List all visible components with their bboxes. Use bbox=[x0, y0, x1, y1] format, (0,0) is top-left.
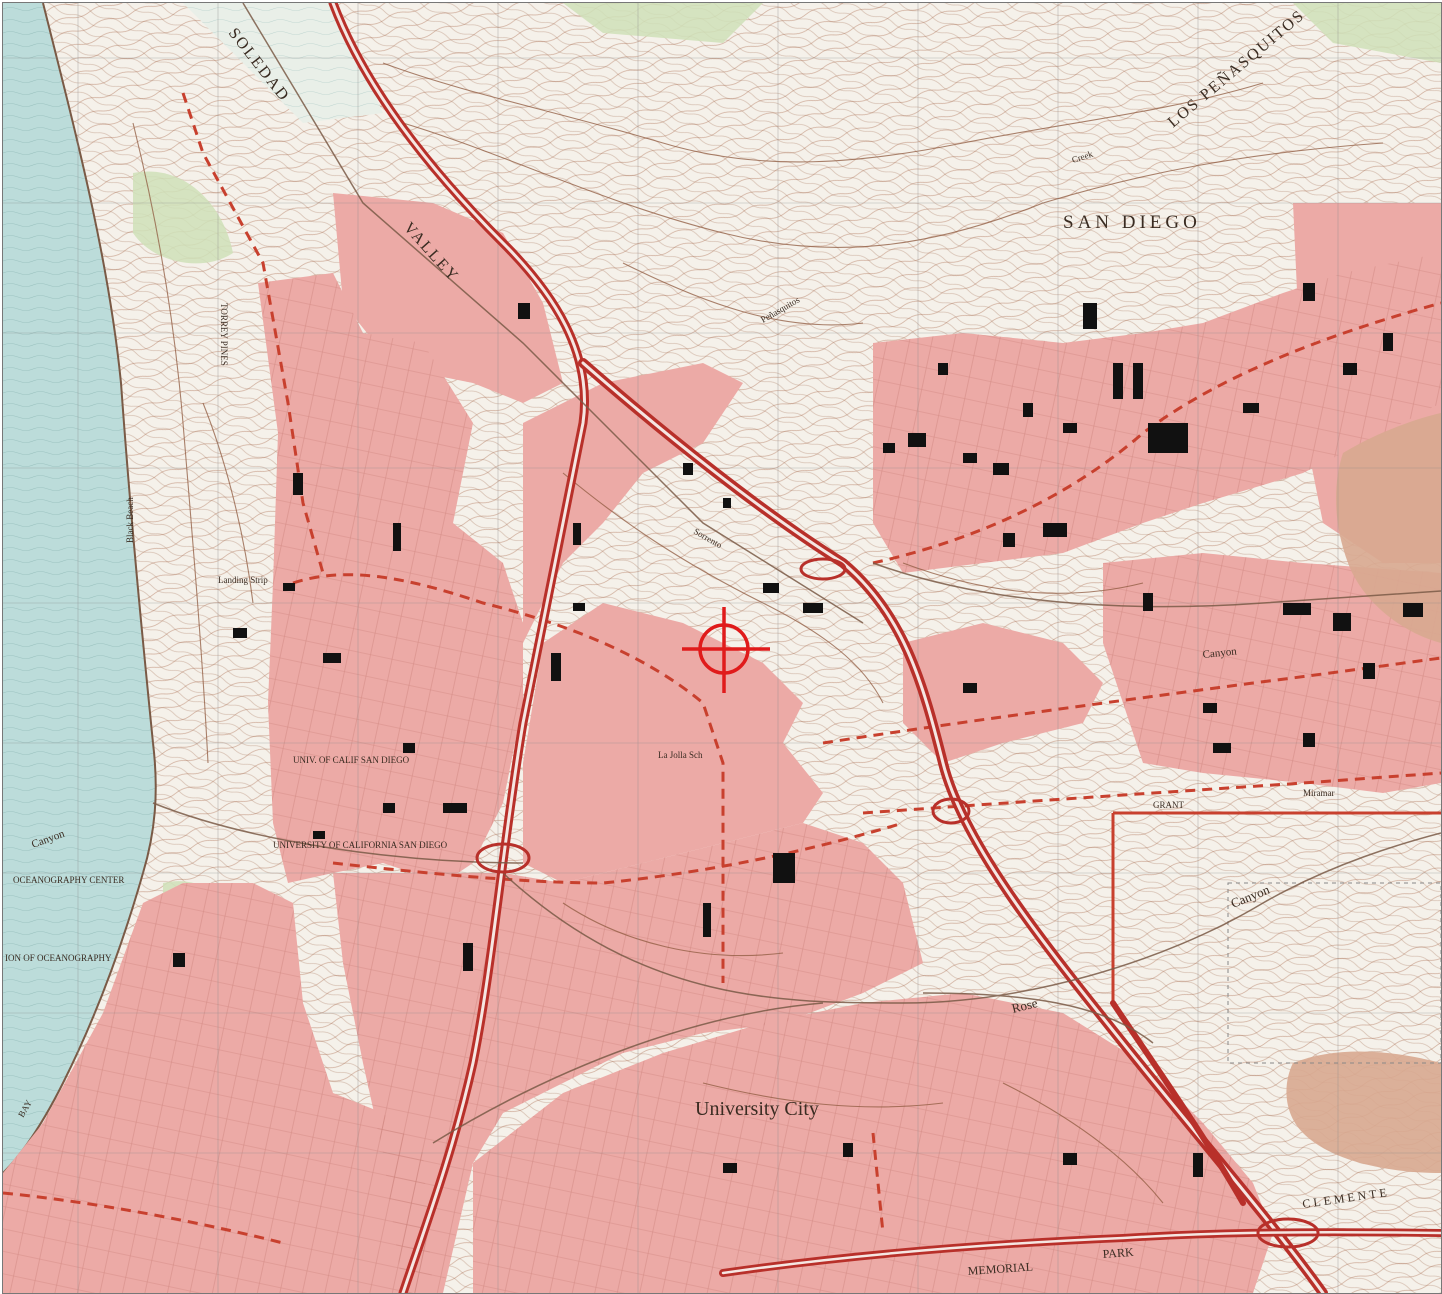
label-beach: Black Beach bbox=[125, 497, 135, 543]
map-canvas[interactable]: SAN DIEGO University City VALLEY SOLEDAD… bbox=[3, 3, 1441, 1293]
index-contours bbox=[132, 62, 1384, 1204]
brown-areas bbox=[1286, 413, 1441, 1173]
lagoon-texture bbox=[183, 3, 383, 123]
freeways bbox=[328, 3, 1441, 1293]
label-landing-strip: Landing Strip bbox=[218, 575, 268, 585]
label-university-city: University City bbox=[695, 1098, 819, 1120]
range-boundary bbox=[1227, 882, 1441, 1064]
interchanges bbox=[475, 557, 1320, 1249]
ocean-texture bbox=[3, 3, 156, 1173]
label-torrey-pines: TORREY PINES bbox=[219, 303, 229, 366]
label-oceanographic: OCEANOGRAPHY CENTER bbox=[13, 875, 124, 885]
location-crosshair-icon[interactable] bbox=[682, 607, 770, 693]
label-miramar: Miramar bbox=[1303, 788, 1335, 798]
label-grant: GRANT bbox=[1153, 800, 1185, 810]
label-memorial: MEMORIAL bbox=[967, 1259, 1033, 1278]
label-unit-of-calif: UNIV. OF CALIF SAN DIEGO bbox=[293, 755, 410, 765]
label-rose: Rose bbox=[1010, 995, 1039, 1016]
label-la-jolla-sch: La Jolla Sch bbox=[658, 750, 703, 760]
buildings bbox=[173, 283, 1423, 1177]
label-san-diego: SAN DIEGO bbox=[1063, 212, 1201, 233]
map-grid bbox=[3, 3, 1441, 1293]
label-scripps: ION OF OCEANOGRAPHY bbox=[5, 953, 112, 963]
label-university: UNIVERSITY OF CALIFORNIA SAN DIEGO bbox=[273, 840, 448, 850]
base-boundary bbox=[1111, 811, 1441, 1003]
secondary-roads bbox=[152, 3, 1441, 1144]
label-park: PARK bbox=[1102, 1245, 1134, 1261]
label-canyon-mid: Canyon bbox=[1202, 645, 1238, 661]
